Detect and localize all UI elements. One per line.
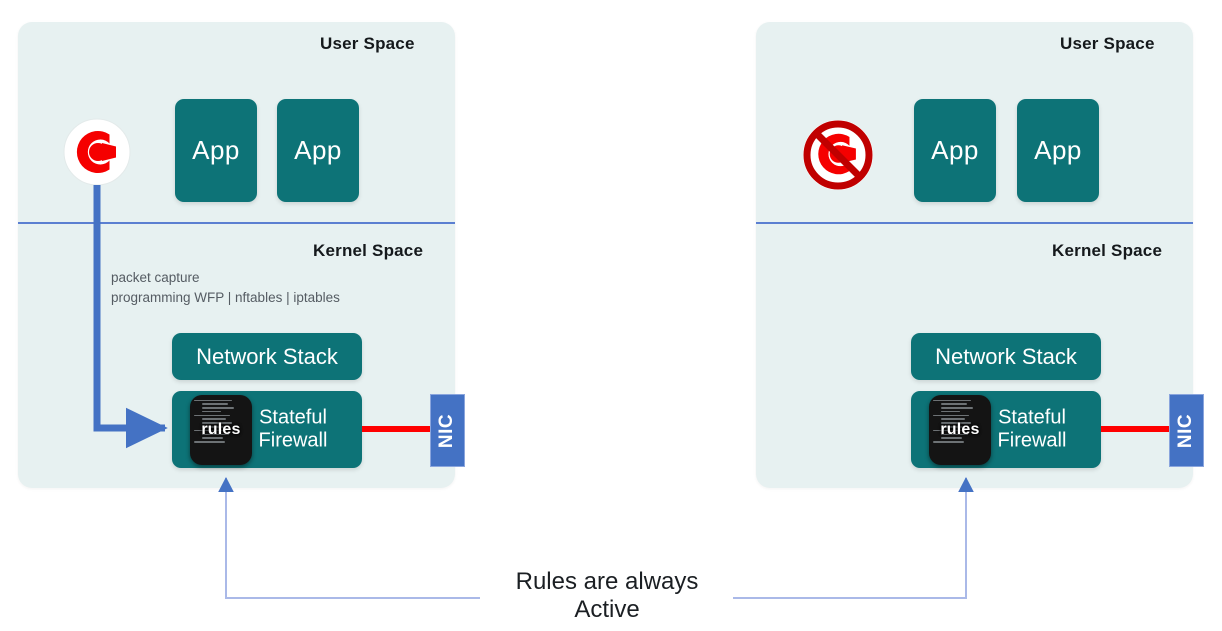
agent-logo[interactable] <box>62 117 132 187</box>
stateful-firewall-label: Stateful Firewall <box>997 405 1067 452</box>
nic-label: NIC <box>436 413 458 448</box>
rules-icon: rules <box>190 394 252 465</box>
app-box: App <box>914 99 996 202</box>
space-divider-right <box>756 222 1193 224</box>
app-label: App <box>294 135 342 165</box>
app-box: App <box>277 99 359 202</box>
rules-active-connector-left <box>218 477 480 599</box>
kernel-space-label-right: Kernel Space <box>1052 241 1163 260</box>
app-box: App <box>175 99 257 202</box>
nic-box: NIC <box>430 394 465 467</box>
app-label: App <box>192 135 240 165</box>
network-stack-box: Network Stack <box>172 333 362 380</box>
agent-logo-disabled[interactable] <box>800 117 876 193</box>
rules-always-active-caption: Rules are always Active <box>515 568 699 624</box>
app-label: App <box>1034 135 1082 165</box>
nic-label: NIC <box>1175 413 1197 448</box>
firewall-nic-link <box>362 426 430 432</box>
user-space-label-right: User Space <box>1060 34 1155 53</box>
rules-icon: rules <box>929 394 991 465</box>
stateful-firewall-label: Stateful Firewall <box>258 405 328 452</box>
kernel-caption-left: packet capture programming WFP | nftable… <box>111 270 340 305</box>
network-stack-box: Network Stack <box>911 333 1101 380</box>
rules-icon-label: rules <box>201 420 241 438</box>
rules-icon-label: rules <box>940 420 980 438</box>
kernel-space-label-left: Kernel Space <box>313 241 424 260</box>
user-space-label-left: User Space <box>320 34 415 53</box>
rules-active-connector-right <box>733 477 974 599</box>
firewall-nic-link <box>1101 426 1169 432</box>
network-stack-label: Network Stack <box>935 343 1077 369</box>
nic-box: NIC <box>1169 394 1204 467</box>
stateful-firewall-box: rules Stateful Firewall <box>911 391 1101 468</box>
app-box: App <box>1017 99 1099 202</box>
stateful-firewall-box: rules Stateful Firewall <box>172 391 362 468</box>
app-label: App <box>931 135 979 165</box>
network-stack-label: Network Stack <box>196 343 338 369</box>
space-divider-left <box>18 222 455 224</box>
